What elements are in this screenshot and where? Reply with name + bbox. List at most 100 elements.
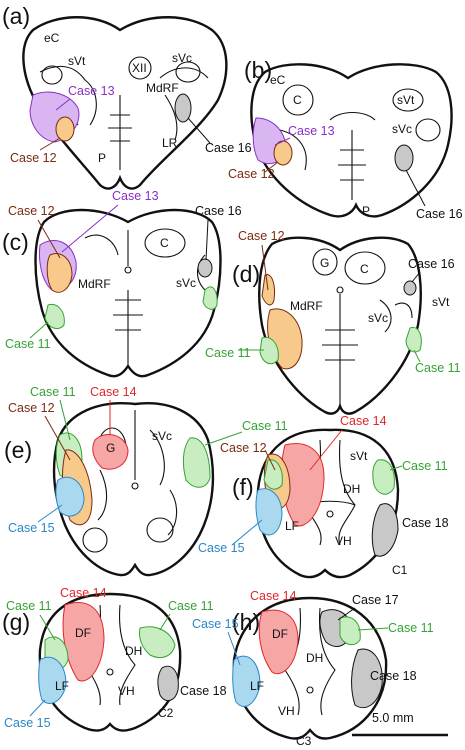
panel-d-outline bbox=[258, 236, 422, 415]
panel-e-inner bbox=[97, 410, 178, 536]
leader-g-case-11a bbox=[39, 614, 56, 641]
label-b-case-13: Case 13 bbox=[288, 124, 335, 138]
panel-a-letter: (a) bbox=[2, 3, 30, 29]
panel-e-letter: (e) bbox=[4, 437, 32, 463]
panel-c-lesion-11a bbox=[202, 286, 218, 310]
label-e-case-14: Case 14 bbox=[90, 385, 137, 399]
label-f-level: C1 bbox=[392, 563, 408, 577]
label-c-case-12: Case 12 bbox=[8, 204, 55, 218]
panel-e-blob-left bbox=[82, 527, 108, 553]
label-f-LF: LF bbox=[285, 519, 299, 533]
label-b-case-12: Case 12 bbox=[228, 167, 275, 181]
label-h-LF: LF bbox=[250, 679, 264, 693]
panel-b-inner bbox=[279, 111, 376, 200]
leader-d-case-12 bbox=[261, 244, 269, 291]
label-f-sVt: sVt bbox=[350, 449, 368, 463]
leader-case-13 bbox=[55, 98, 71, 111]
label-f-DH: DH bbox=[343, 482, 360, 496]
panel-e-lesion-15 bbox=[55, 476, 85, 517]
label-e-case-15: Case 15 bbox=[8, 521, 55, 535]
leader-d-case-11b bbox=[413, 349, 421, 363]
leader-g-case-15 bbox=[29, 699, 46, 717]
label-b-case-16: Case 16 bbox=[416, 207, 463, 221]
panel-a-nucleus-svc-r bbox=[175, 61, 201, 83]
label-c-sVc: sVc bbox=[176, 276, 196, 290]
leader-h-case-15 bbox=[227, 631, 241, 666]
panel-b-lesion-16 bbox=[394, 144, 414, 172]
panel-a-nucleus-xii bbox=[128, 56, 152, 80]
label-f-case-11: Case 11 bbox=[402, 459, 448, 473]
panel-g-canal bbox=[106, 668, 114, 676]
label-case-13: Case 13 bbox=[68, 84, 115, 98]
label-h-case-14: Case 14 bbox=[250, 589, 297, 603]
panel-d-inner bbox=[322, 294, 413, 405]
label-h-case-11: Case 11 bbox=[388, 621, 434, 635]
label-g-case-14: Case 14 bbox=[60, 586, 107, 600]
panel-f-letter: (f) bbox=[232, 474, 254, 500]
label-g-DH: DH bbox=[125, 644, 142, 658]
panel-c: (c) C MdRF sVc Case 12 Case 13 Case 16 C… bbox=[2, 189, 242, 378]
label-g-case-15: Case 15 bbox=[4, 716, 51, 730]
panel-a-lesion-12 bbox=[55, 116, 75, 142]
panel-g-lesion-14 bbox=[62, 602, 105, 682]
panel-e-blob-right bbox=[146, 517, 174, 543]
label-g-LF: LF bbox=[55, 679, 69, 693]
label-g-level: C2 bbox=[158, 706, 174, 720]
panel-h-canal bbox=[306, 686, 314, 694]
panel-b-nucleus-svt bbox=[392, 88, 424, 112]
panel-f-lesion-11b bbox=[263, 459, 283, 490]
leader-e-case-11b bbox=[204, 431, 243, 446]
panel-e: (e) G sVc Case 11 Case 14 Case 12 Case 1… bbox=[4, 385, 288, 577]
label-h-level: C3 bbox=[296, 734, 312, 748]
label-MdRF: MdRF bbox=[146, 81, 179, 95]
label-g-case-11a: Case 11 bbox=[6, 599, 52, 613]
label-e-G: G bbox=[106, 441, 115, 455]
label-c-C: C bbox=[160, 236, 169, 250]
leader-case-12 bbox=[39, 137, 61, 151]
panel-f-lesion-18 bbox=[371, 503, 399, 557]
leader-case-16 bbox=[187, 117, 211, 144]
leader-f-case-15 bbox=[231, 519, 263, 546]
label-e-case-11a: Case 11 bbox=[30, 385, 76, 399]
label-h-VH: VH bbox=[278, 704, 295, 718]
panel-e-lesion-11b bbox=[182, 437, 211, 488]
label-f-VH: VH bbox=[335, 534, 352, 548]
panel-d-nucleus-g bbox=[312, 248, 338, 276]
label-g-case-11b: Case 11 bbox=[168, 599, 214, 613]
panel-h-lesion-14 bbox=[258, 609, 299, 674]
label-f-case-12: Case 12 bbox=[220, 441, 267, 455]
label-c-case-11: Case 11 bbox=[5, 337, 51, 351]
panel-g-lesion-11b bbox=[139, 626, 176, 658]
label-h-DH: DH bbox=[306, 651, 323, 665]
panel-e-canal bbox=[131, 482, 139, 490]
leader-c-case-13 bbox=[61, 204, 119, 253]
panel-d-lesion-11b bbox=[405, 326, 422, 353]
panel-c-lesion-16 bbox=[197, 258, 213, 278]
label-b-sVt: sVt bbox=[397, 93, 415, 107]
leader-d-case-16 bbox=[411, 271, 421, 283]
leader-c-case-16 bbox=[205, 219, 209, 261]
label-d-C: C bbox=[360, 262, 369, 276]
panel-a-lesion-16 bbox=[174, 93, 192, 123]
label-XII: XII bbox=[132, 61, 147, 75]
panel-a-inner-right bbox=[108, 67, 209, 170]
label-d-sVt: sVt bbox=[432, 295, 450, 309]
leader-b-case-16 bbox=[405, 169, 426, 207]
label-b-C: C bbox=[293, 93, 302, 107]
label-case-16: Case 16 bbox=[205, 141, 252, 155]
leader-f-case-11 bbox=[389, 465, 403, 471]
leader-f-case-14 bbox=[309, 429, 343, 471]
panel-c-canal bbox=[124, 266, 132, 274]
leader-c-case-12 bbox=[37, 219, 61, 259]
panel-h-lesion-11 bbox=[339, 616, 361, 646]
panel-d-nucleus-c bbox=[344, 251, 386, 285]
leader-e-case-12 bbox=[44, 415, 71, 461]
scale-bar-label: 5.0 mm bbox=[372, 711, 414, 725]
label-f-case-18: Case 18 bbox=[402, 516, 449, 530]
label-d-case-16: Case 16 bbox=[408, 257, 455, 271]
panel-d-lesion-16 bbox=[403, 280, 417, 296]
label-c-case-13: Case 13 bbox=[112, 189, 159, 203]
panel-a-nucleus-svt bbox=[41, 65, 63, 85]
leader-e-case-11a bbox=[59, 399, 71, 441]
